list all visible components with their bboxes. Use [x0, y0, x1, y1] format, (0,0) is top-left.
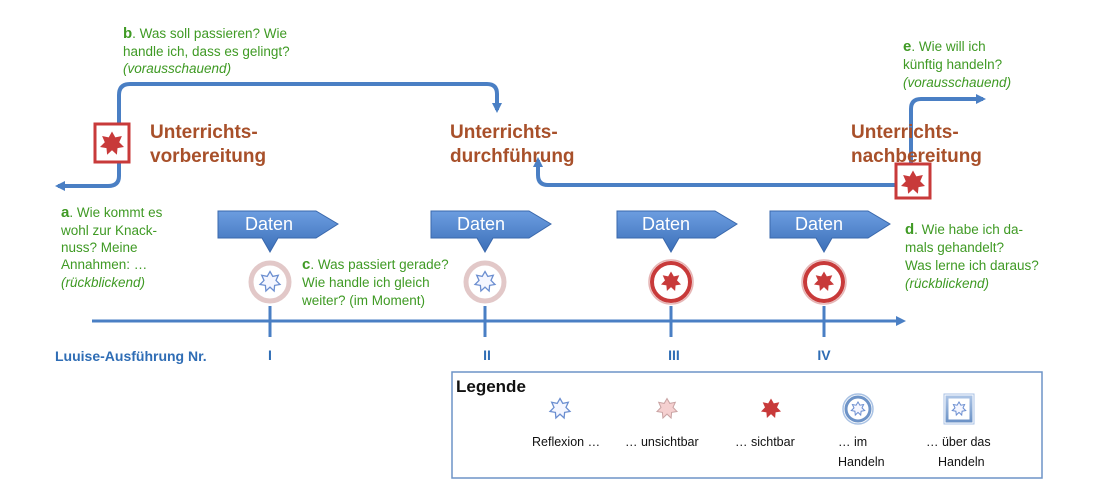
reflection-in-action-marker-2	[463, 260, 507, 304]
timeline-tick-label: IV	[817, 347, 831, 363]
burst-visible-icon	[661, 271, 681, 291]
legend-label-ueber-das: … über das	[926, 435, 991, 449]
timeline-tick-label: III	[668, 347, 680, 363]
data-callout-2: Daten	[430, 210, 552, 254]
legend-label-im-handeln: … im	[838, 435, 867, 449]
burst-outline-icon	[548, 397, 572, 420]
legend-label-handeln: Handeln	[838, 455, 885, 469]
reflection-in-action-marker-1	[248, 260, 292, 304]
data-callout-label: Daten	[642, 214, 690, 234]
data-callout-3: Daten	[616, 210, 738, 254]
timeline-ticks	[268, 306, 826, 337]
data-callout-4: Daten	[769, 210, 891, 254]
question-b: b. Was soll passieren? Wie handle ich, d…	[123, 25, 294, 76]
timeline-tick-label: I	[268, 347, 272, 363]
reflection-in-action-marker-4	[801, 259, 847, 305]
legend-label-unsichtbar: … unsichtbar	[625, 435, 699, 449]
phase-title-vorbereitung: Unterrichts- vorbereitung	[150, 122, 266, 167]
flow-arrow-nachbereitung-to-durchfuehrung	[533, 157, 898, 187]
flow-arrow-vorbereitung-to-durchfuehrung	[117, 82, 502, 130]
burst-outline-icon	[258, 270, 282, 293]
legend-label-sichtbar: … sichtbar	[735, 435, 795, 449]
timeline-label: Luuise-Ausführung Nr.	[55, 348, 207, 364]
legend-label-reflexion: Reflexion …	[532, 435, 600, 449]
burst-visible-icon	[761, 398, 781, 418]
burst-visible-icon	[100, 131, 124, 155]
timeline-tick-label: II	[483, 347, 491, 363]
reflection-about-action-marker-vorbereitung	[93, 122, 131, 164]
legend-title: Legende	[456, 377, 526, 396]
question-e: e. Wie will ich künftig handeln? (voraus…	[903, 38, 1011, 90]
data-callout-1: Daten	[217, 210, 339, 254]
phase-title-durchfuehrung: Unterrichts- durchführung	[450, 122, 575, 167]
legend-label-handeln-2: Handeln	[938, 455, 985, 469]
question-c: c. Was passiert gerade? Wie handle ich g…	[301, 256, 453, 308]
legend: Legende Reflexion … … unsichtbar … sicht…	[451, 371, 1043, 479]
burst-visible-icon	[901, 170, 925, 194]
reflection-in-action-marker-3	[648, 259, 694, 305]
question-d: d. Wie habe ich da- mals gehandelt? Was …	[905, 221, 1043, 291]
burst-outline-icon	[473, 270, 497, 293]
reflection-about-action-marker-nachbereitung	[894, 162, 932, 200]
data-callout-label: Daten	[457, 214, 505, 234]
data-callout-label: Daten	[245, 214, 293, 234]
flow-arrow-vorbereitung-back	[55, 162, 121, 191]
burst-invisible-icon	[655, 397, 679, 420]
burst-visible-icon	[814, 271, 834, 291]
question-a: a. Wie kommt es wohl zur Knack- nuss? Me…	[60, 204, 167, 290]
flow-arrow-nachbereitung-forward	[909, 94, 986, 168]
phase-title-nachbereitung: Unterrichts- nachbereitung	[851, 122, 982, 167]
data-callout-label: Daten	[795, 214, 843, 234]
